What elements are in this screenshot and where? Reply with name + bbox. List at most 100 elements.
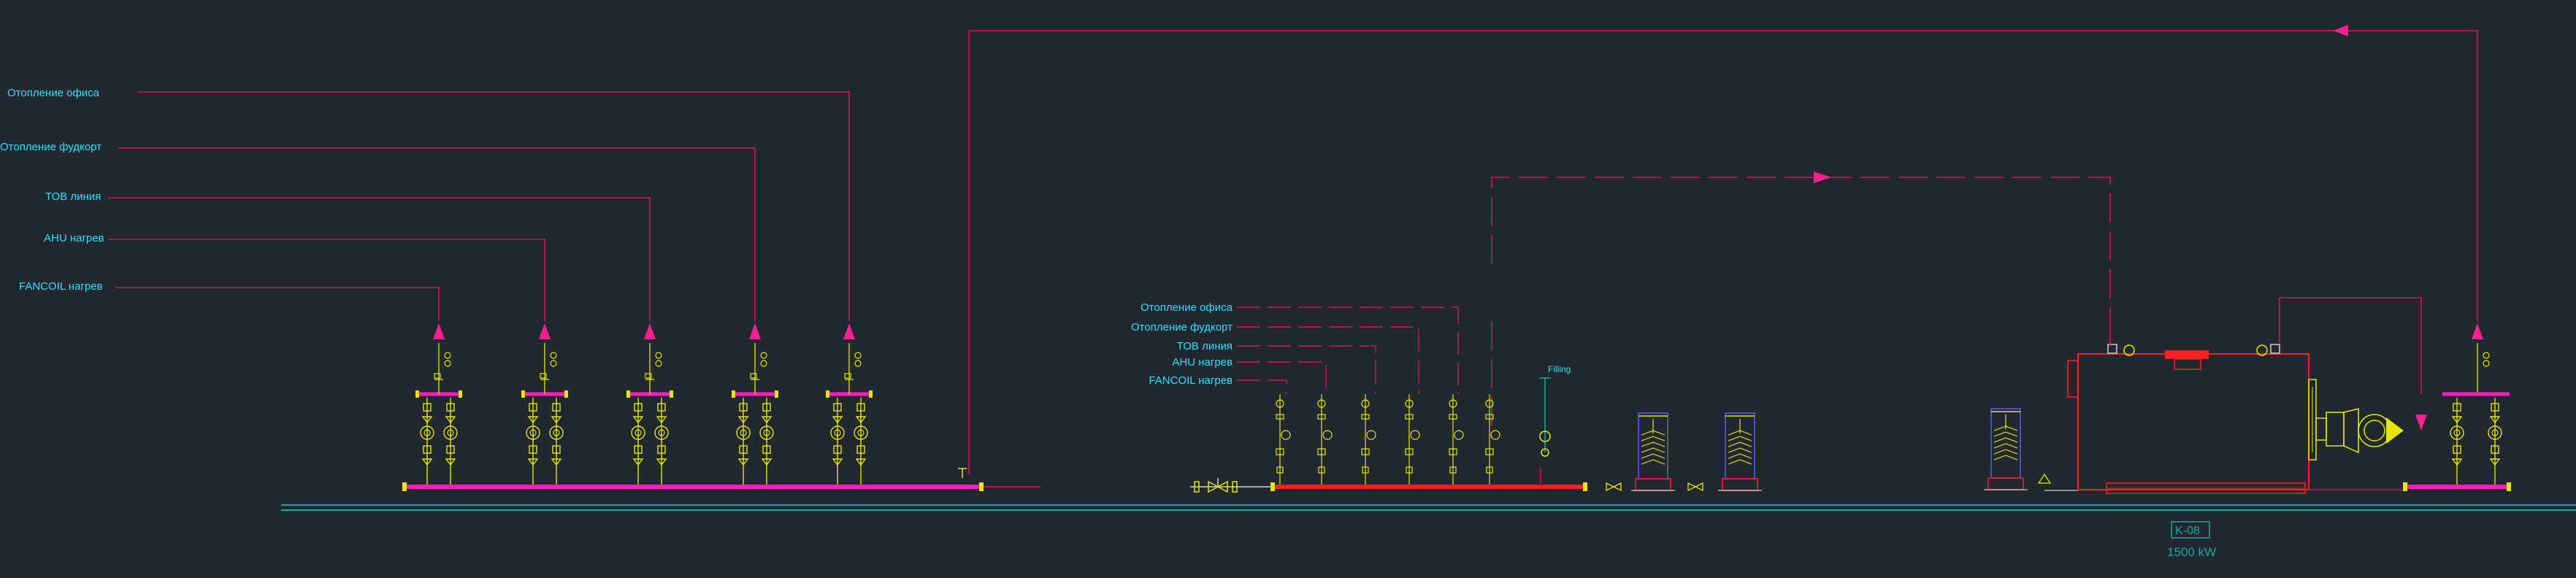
valve-icon <box>1317 414 1326 420</box>
tank-icon <box>1641 459 1665 465</box>
center-leader-lines <box>1237 307 1459 394</box>
valve-icon <box>1276 414 1284 420</box>
flange <box>732 390 735 398</box>
flange <box>415 390 419 398</box>
check-valve-icon <box>1486 466 1493 474</box>
gauge-icon <box>550 352 557 359</box>
pump-icon <box>763 429 770 436</box>
valve-icon <box>645 373 652 379</box>
arrow-up-icon <box>433 323 445 339</box>
pump-icon <box>1281 430 1291 440</box>
arrow-up-icon <box>2472 323 2483 339</box>
left-label-fancoil: FANCOIL нагрев <box>19 280 103 293</box>
tank-base <box>1987 477 2024 490</box>
arrow-up-icon <box>644 323 656 339</box>
pump-icon <box>759 425 774 440</box>
valve-icon <box>2489 458 2501 466</box>
tank-icon <box>1993 431 2018 437</box>
valve-icon <box>1606 482 1615 492</box>
left-label-tob: ТОВ линия <box>45 190 101 203</box>
tank-icon <box>1641 442 1665 447</box>
valve-icon <box>434 373 441 379</box>
valve-icon <box>1449 448 1457 455</box>
valve-icon <box>761 416 773 424</box>
arrow-up-icon <box>843 323 855 339</box>
strainer-icon <box>423 445 432 454</box>
valve-icon <box>656 458 667 466</box>
valve-icon <box>1485 414 1494 420</box>
valve-icon <box>2451 458 2463 466</box>
tank-icon <box>1641 436 1665 442</box>
strainer-icon <box>552 445 561 454</box>
check-valve-icon <box>423 403 432 412</box>
main-return-loop <box>968 30 2478 474</box>
arrow-right-icon <box>1814 172 1831 183</box>
check-valve-icon <box>856 403 865 412</box>
pump-icon <box>1410 430 1420 440</box>
boiler-capacity: 1500 kW <box>2167 545 2216 559</box>
left-label-ahu: AHU нагрев <box>44 232 104 244</box>
boiler-tag: K-08 <box>2175 525 2200 537</box>
strainer-icon <box>856 445 865 454</box>
gauge-icon <box>655 360 662 367</box>
valve-icon <box>1687 482 1697 492</box>
valve-icon <box>761 458 773 466</box>
flange <box>521 390 525 398</box>
left-leader-lines <box>108 91 850 321</box>
valve-icon <box>527 458 539 466</box>
valve-icon <box>1485 448 1494 455</box>
center-label-tob: ТОВ линия <box>1177 340 1233 352</box>
pump-icon <box>1366 430 1376 440</box>
check-valve-icon <box>634 403 643 412</box>
valve-icon <box>1405 414 1414 420</box>
boiler-k08: K-08 1500 kW <box>2067 344 2404 559</box>
strainer-icon <box>739 445 748 454</box>
tank-base <box>1722 478 1758 491</box>
boiler-expansion-tank <box>1984 408 2078 491</box>
pump-icon <box>2491 429 2499 436</box>
center-pump-groups <box>1276 394 1500 487</box>
check-valve-icon <box>762 403 771 412</box>
valve-icon <box>527 416 539 424</box>
valve-icon <box>855 458 867 466</box>
pump-icon <box>658 429 665 436</box>
valve-icon <box>1405 448 1414 455</box>
flange <box>670 390 673 398</box>
check-valve-icon <box>833 403 842 412</box>
valve-icon <box>445 458 456 466</box>
arrow-up-icon <box>539 323 551 339</box>
strainer-icon <box>762 445 771 454</box>
tank-icon <box>1993 443 2018 449</box>
tank-icon <box>1993 455 2018 461</box>
pump-icon <box>447 429 454 436</box>
gauge-icon <box>1361 399 1370 408</box>
tank-icon <box>1728 459 1752 465</box>
flange <box>564 390 568 398</box>
tank-icon <box>1993 449 2018 455</box>
burner-icon <box>2315 408 2404 454</box>
pump-icon <box>854 425 868 440</box>
flange <box>459 390 462 398</box>
valve-icon <box>750 373 757 379</box>
valve-icon <box>832 458 843 466</box>
gauge-icon <box>854 360 862 367</box>
flange <box>869 390 873 398</box>
check-valve-icon <box>657 403 666 412</box>
valve-icon <box>551 458 562 466</box>
valve-icon <box>632 458 644 466</box>
valve-icon <box>632 416 644 424</box>
gauge-icon <box>444 352 451 359</box>
check-valve-icon <box>2491 403 2499 412</box>
gauge-icon <box>1276 399 1284 408</box>
filling-point: Filling <box>1539 364 1571 457</box>
boiler-body <box>2077 353 2309 490</box>
strainer-icon <box>529 445 537 454</box>
gauge-icon <box>2483 352 2490 359</box>
check-valve-icon <box>446 403 455 412</box>
valve-icon <box>1612 482 1622 492</box>
valve-icon <box>958 468 967 478</box>
check-valve-icon <box>739 403 748 412</box>
flange <box>826 390 829 398</box>
valve-icon <box>551 416 562 424</box>
